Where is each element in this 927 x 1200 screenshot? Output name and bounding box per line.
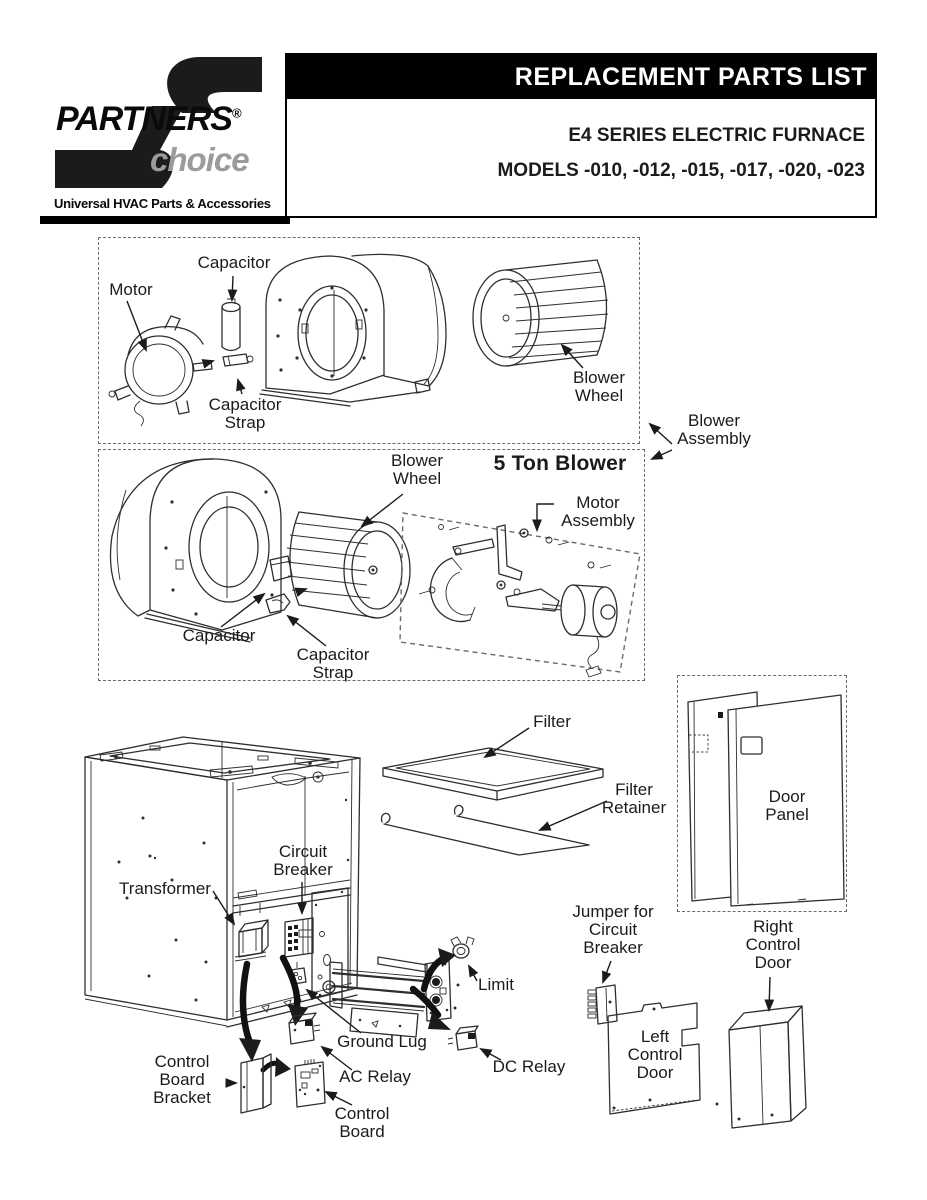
- label-ac-relay: AC Relay: [339, 1067, 411, 1086]
- label-filter: Filter: [533, 712, 571, 731]
- label-blower-assembly: Blower Assembly: [677, 411, 751, 448]
- label-dc-relay: DC Relay: [492, 1057, 566, 1076]
- ac-relay-drawing: [288, 1012, 321, 1045]
- circuit-breaker-drawing: [284, 917, 314, 958]
- label-5ton-capacitor: Capacitor: [182, 626, 256, 645]
- control-board-bracket-drawing: [240, 1053, 272, 1114]
- dc-relay-drawing: [447, 1025, 479, 1051]
- page-title: REPLACEMENT PARTS LIST: [287, 55, 875, 99]
- label-5ton-capacitor-strap: Capacitor Strap: [296, 645, 370, 682]
- models-list: MODELS -010, -012, -015, -017, -020, -02…: [497, 160, 865, 181]
- transformer-drawing: [234, 919, 269, 962]
- label-transformer: Transformer: [119, 879, 211, 898]
- heating-element-rack-drawing: [329, 956, 460, 1038]
- label-motor-assembly: Motor Assembly: [561, 493, 635, 530]
- right-control-door-drawing: [715, 1005, 807, 1129]
- label-motor: Motor: [109, 280, 153, 299]
- label-circuit-breaker: Circuit Breaker: [273, 842, 333, 879]
- label-ground-lug: Ground Lug: [337, 1032, 427, 1051]
- jumper-drawing: [587, 984, 618, 1025]
- blower-assembly-arrows: [648, 422, 673, 460]
- registered-mark: ®: [231, 105, 242, 121]
- door-panel-frame: [677, 675, 847, 912]
- label-blower-wheel: Blower Wheel: [573, 368, 625, 405]
- label-5ton-blower-wheel: Blower Wheel: [391, 451, 443, 488]
- label-control-board-bracket: Control Board Bracket: [153, 1052, 211, 1107]
- thick-arrows: [239, 948, 456, 1077]
- limit-drawing: [450, 936, 475, 959]
- filter-drawing: [382, 747, 604, 801]
- label-capacitor: Capacitor: [197, 253, 271, 272]
- series-title: E4 SERIES ELECTRIC FURNACE: [568, 125, 865, 146]
- label-right-control-door: Right Control Door: [745, 917, 801, 972]
- label-left-control-door: Left Control Door: [627, 1027, 683, 1082]
- label-door-panel: Door Panel: [765, 787, 809, 824]
- label-jumper-for-circuit-breaker: Jumper for Circuit Breaker: [572, 902, 654, 957]
- brand-text: PARTNERS: [56, 100, 233, 138]
- blower-assembly-frame: [98, 237, 640, 444]
- label-limit: Limit: [478, 975, 514, 994]
- five-ton-blower-frame: [98, 449, 645, 681]
- control-board-drawing: [294, 1059, 326, 1108]
- label-capacitor-strap: Capacitor Strap: [208, 395, 282, 432]
- brand-tagline: Universal HVAC Parts & Accessories: [54, 196, 271, 211]
- ground-lug-drawing: [290, 962, 307, 985]
- label-5ton-title: 5 Ton Blower: [493, 452, 627, 475]
- title-box: REPLACEMENT PARTS LIST E4 SERIES ELECTRI…: [285, 53, 877, 218]
- brand-name: PARTNERS®: [56, 100, 242, 139]
- label-filter-retainer: Filter Retainer: [601, 780, 667, 817]
- label-control-board: Control Board: [334, 1104, 390, 1141]
- logo-rule: [40, 216, 290, 224]
- filter-retainer-drawing: [380, 804, 590, 856]
- brand-subname: choice: [150, 141, 250, 178]
